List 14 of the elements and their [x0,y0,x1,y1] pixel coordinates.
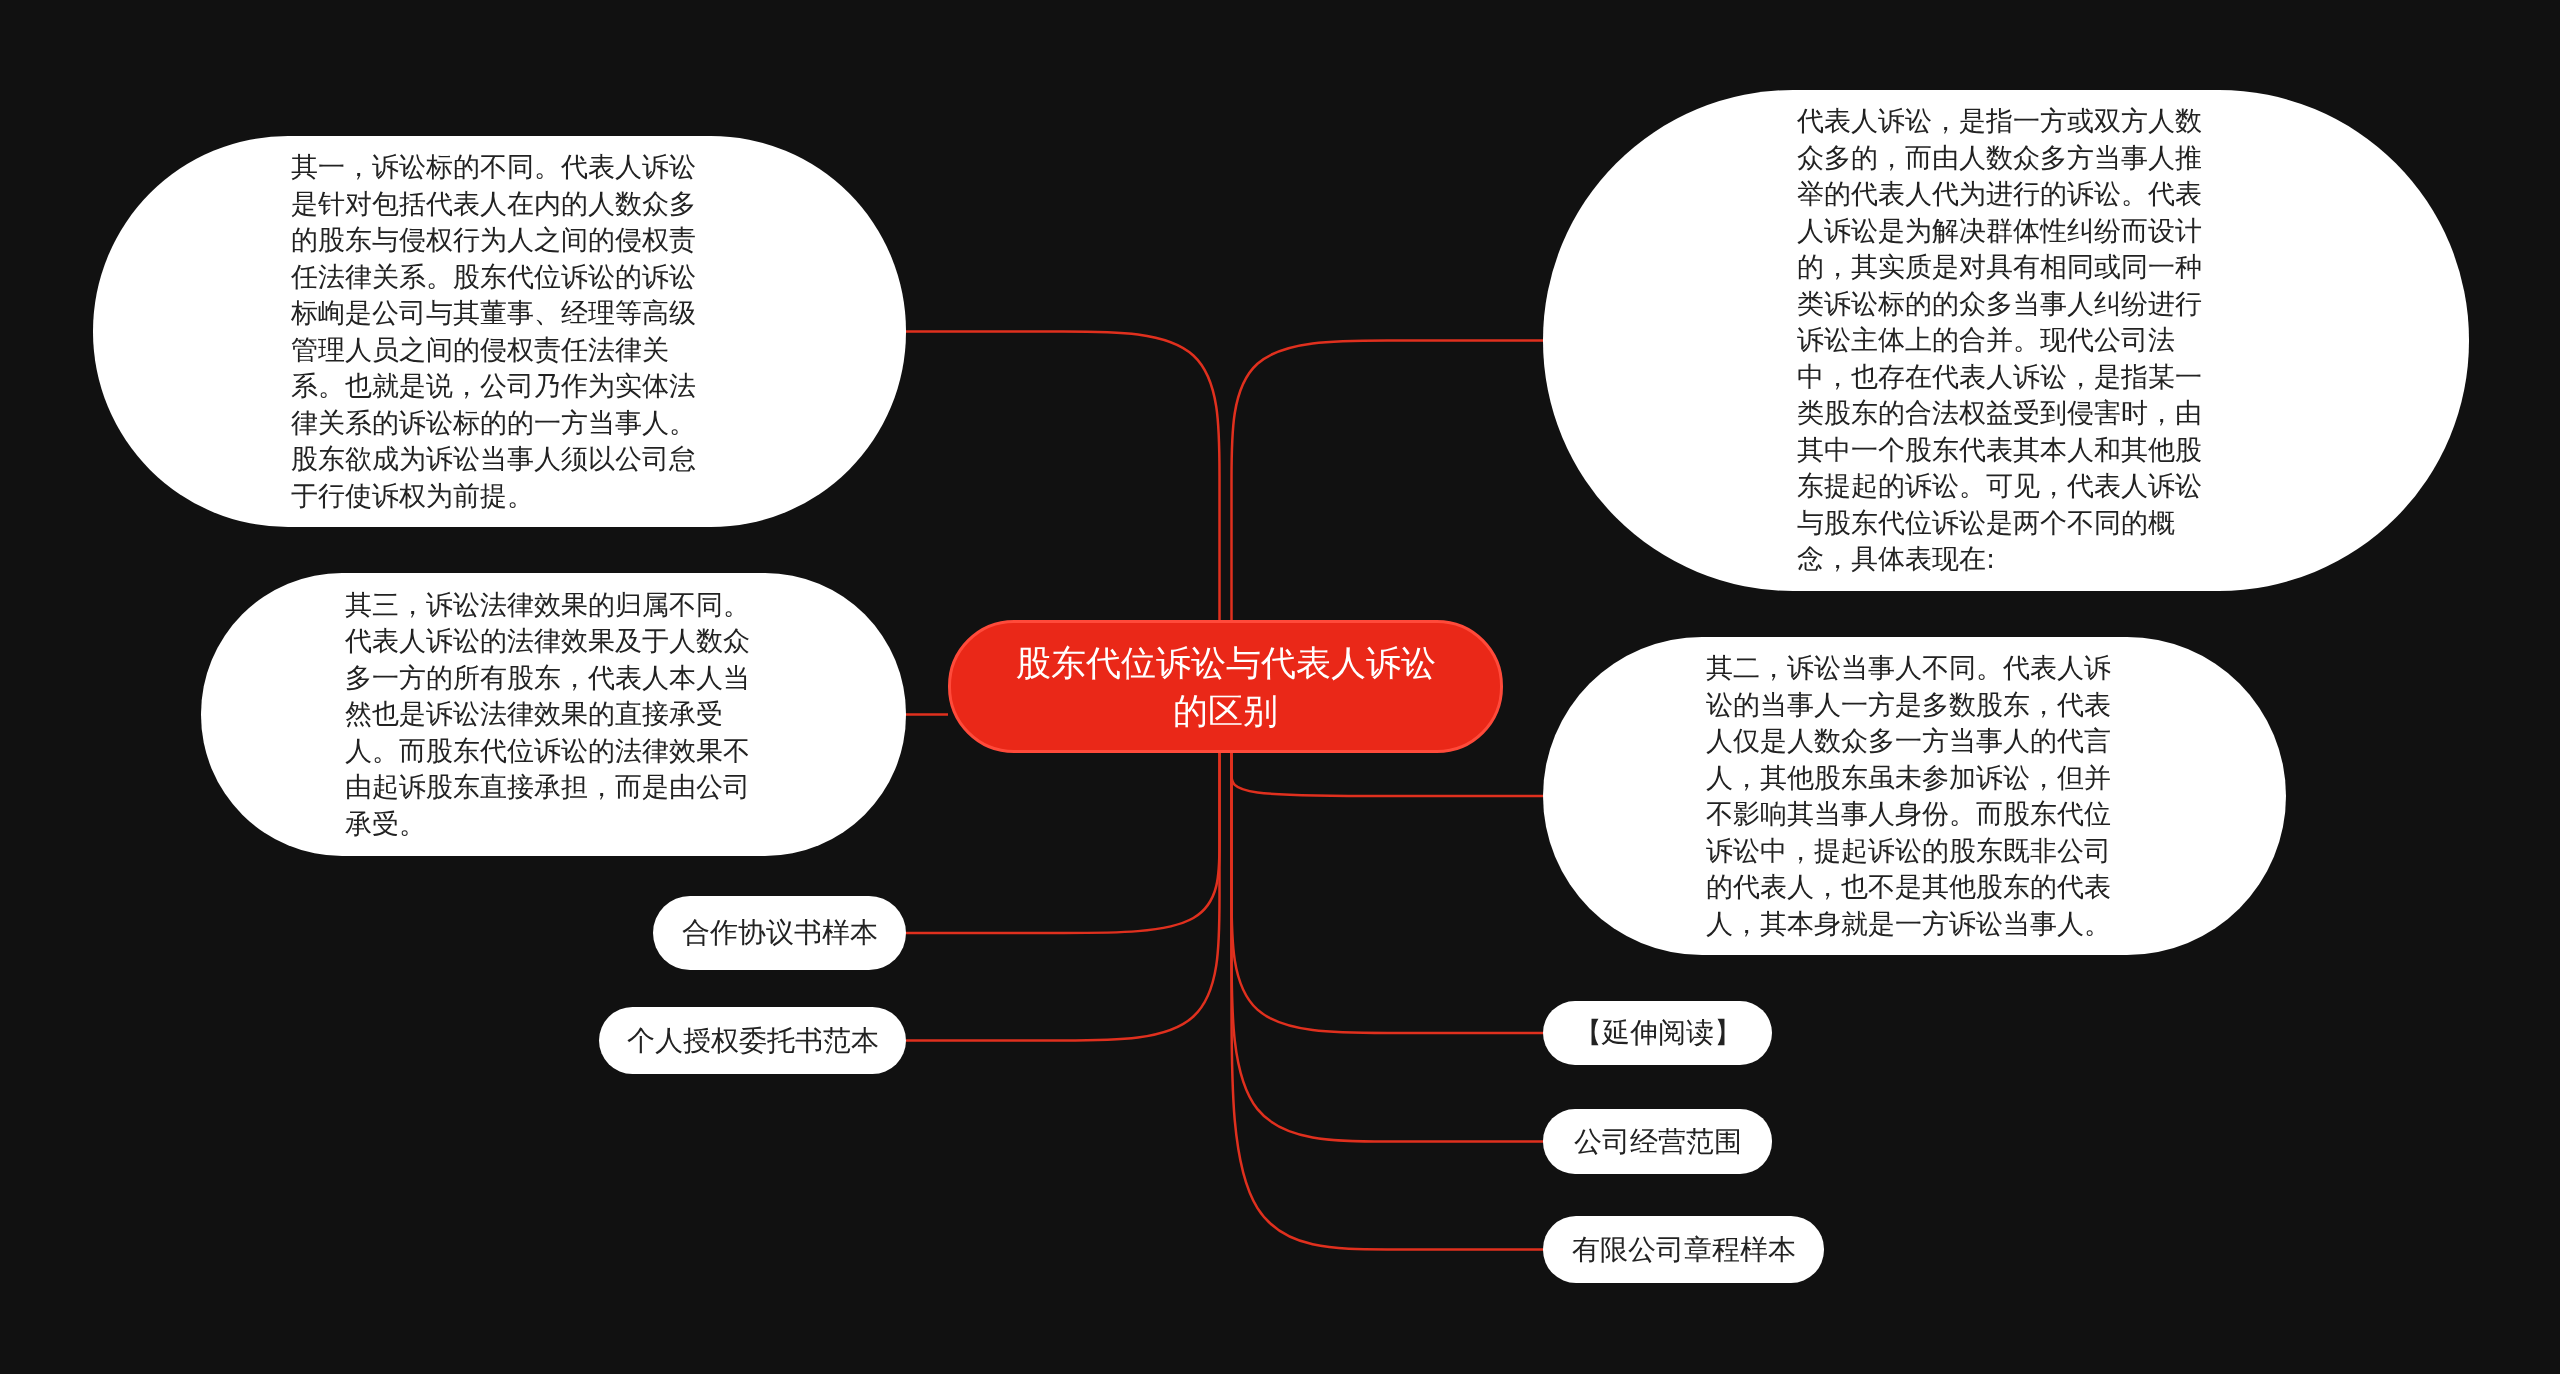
topic-text: 公司经营范围 [1573,1124,1742,1159]
topic-text: 合作协议书样本 [681,916,878,950]
topic-text: 其一，诉讼标的不同。代表人诉讼是针对包括代表人在内的人数众多的股东与侵权行为人之间的侵权责任法律关系。股东代位诉讼的诉讼标峋是公司与其董事、经理等高级管理人员之间的侵权责任法律关系。也就是说，公司乃作为实体法律关系的诉讼标的的一方当事人。股东欲成为诉讼当事人须以公司怠于行使诉权为前提。 [290,150,697,513]
connector-line [906,753,1221,1042]
connector-line [906,713,948,716]
topic-text: 其三，诉讼法律效果的归属不同。代表人诉讼的法律效果及于人数众多一方的所有股东，代表人本人当然也是诉讼法律效果的直接承受人。而股东代位诉讼的法律效果不由起诉股东直接承担，而是由公司承受。 [344,587,751,841]
topic-text: 【延伸阅读】 [1573,1016,1742,1050]
topic-text: 代表人诉讼，是指一方或双方人数众多的，而由人数众多方当事人推举的代表人代为进行的诉讼。代表人诉讼是为解决群体性纠纷而设计的，其实质是对具有相同或同一种类诉讼标的的众多当事人纠纷进行诉讼主体上的合并。现代公司法中，也存在代表人诉讼，是指某一类股东的合法权益受到侵害时，由其中一个股东代表其本人和其他股东提起的诉讼。可见，代表人诉讼与股东代位诉讼是两个不同的概念，具体表现在: [1797,104,2203,577]
topic-text: 个人授权委托书范本 [626,1023,879,1058]
connector-line [1230,339,1543,620]
topic-text: 其二，诉讼当事人不同。代表人诉讼的当事人一方是多数股东，代表人仅是人数众多一方当事人的代言人，其他股东虽未参加诉讼，但并不影响其当事人身份。而股东代位诉讼中，提起诉讼的股东既非公司的代表人，也不是其他股东的代表人，其本身就是一方诉讼当事人。 [1705,651,2112,941]
topic-title: 股东代位诉讼与代表人诉讼的区别 [1015,641,1436,733]
topic-text: 有限公司章程样本 [1571,1232,1796,1267]
connector-line [906,330,1221,620]
